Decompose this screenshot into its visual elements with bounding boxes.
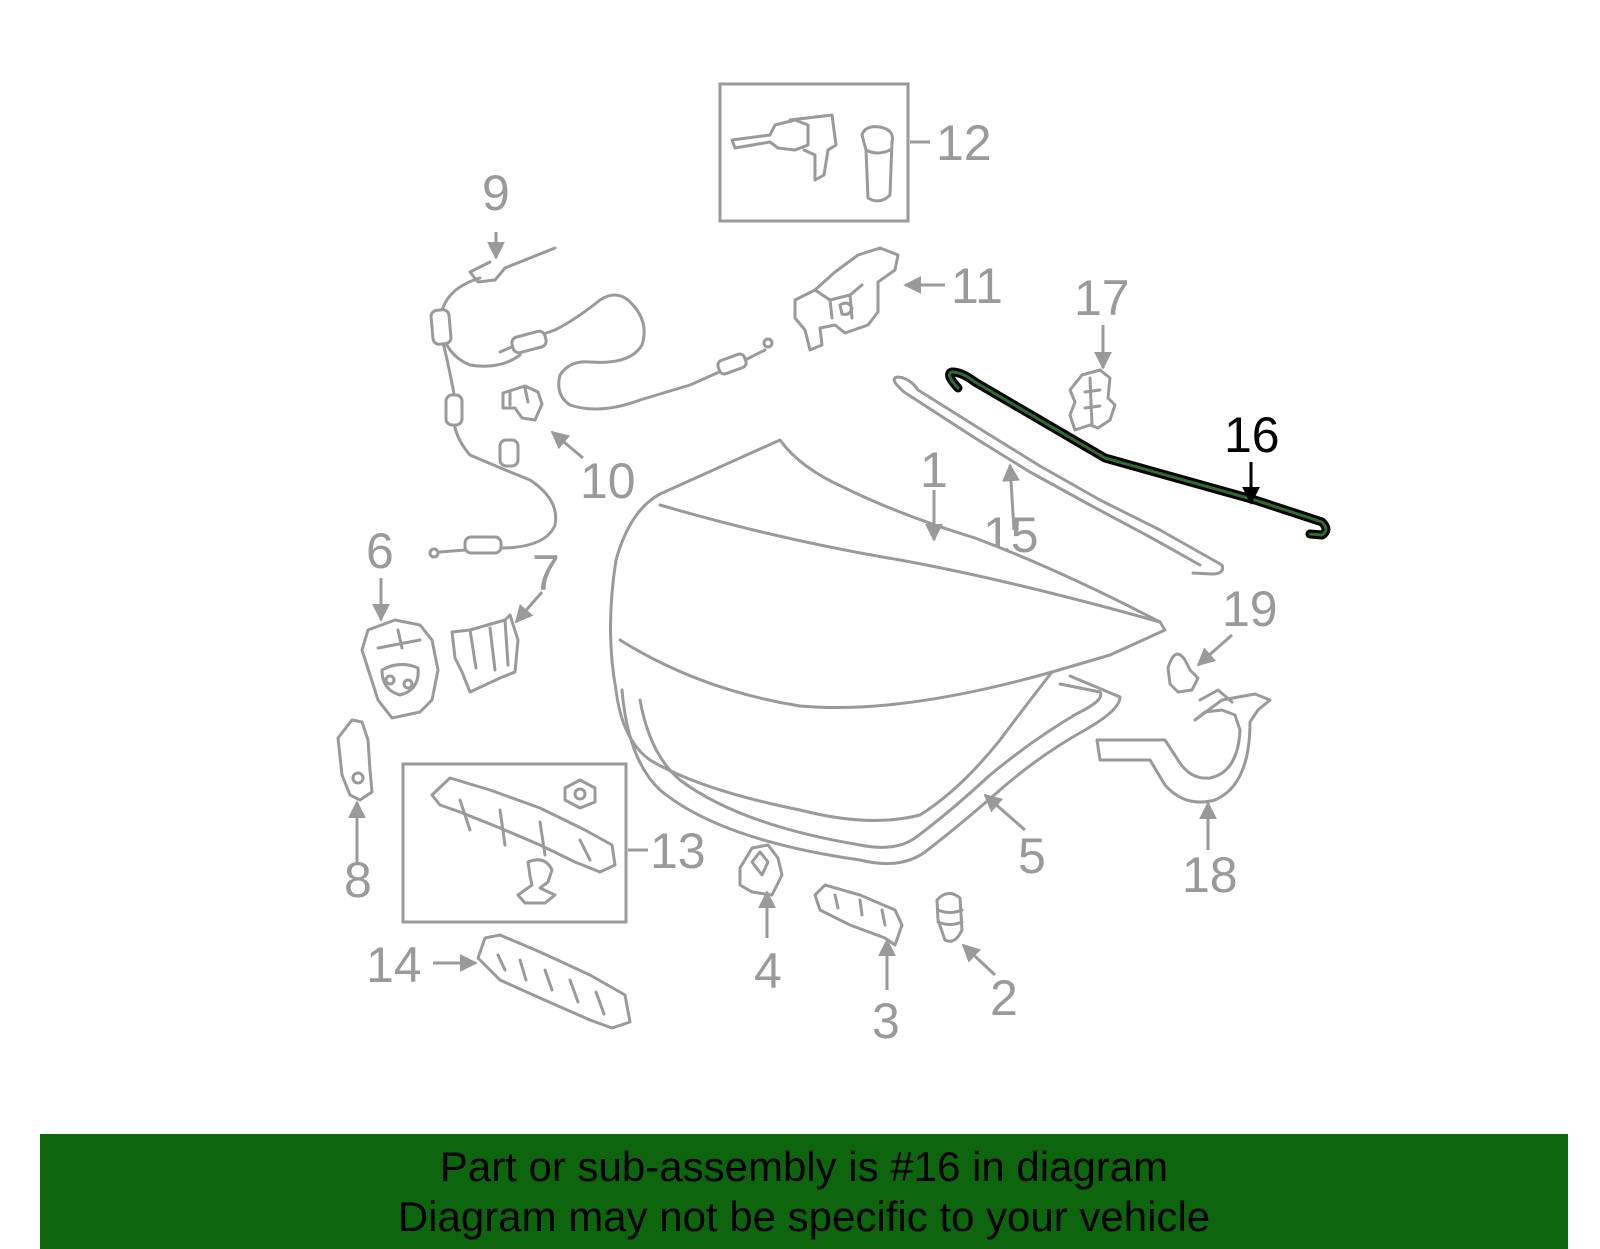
callout-18[interactable]: 18 (1182, 847, 1238, 903)
callout-12[interactable]: 12 (936, 115, 992, 171)
callout-2[interactable]: 2 (990, 970, 1018, 1026)
part-10-cable-clip (501, 384, 544, 422)
callout-11[interactable]: 11 (951, 258, 1003, 314)
part-3-stopper (813, 883, 904, 947)
callout-17[interactable]: 17 (1074, 270, 1130, 326)
part-19-clip (1166, 652, 1200, 694)
callout-5[interactable]: 5 (1018, 828, 1046, 884)
callout-4[interactable]: 4 (754, 943, 782, 999)
part-11-actuator (793, 246, 900, 352)
callout-10[interactable]: 10 (580, 453, 636, 509)
part-18-hinge (1095, 688, 1272, 804)
callout-14[interactable]: 14 (366, 937, 422, 993)
callout-1[interactable]: 1 (920, 442, 948, 498)
info-banner: Part or sub-assembly is #16 in diagram D… (40, 1134, 1568, 1249)
part-8-bracket (336, 718, 374, 802)
part-12-key-cylinder (718, 82, 910, 223)
callout-9[interactable]: 9 (482, 165, 510, 221)
part-6-latch (360, 618, 440, 720)
callout-16[interactable]: 16 (1224, 407, 1280, 463)
part-14-garnish (476, 933, 632, 1030)
part-1-trunk-lid (609, 438, 1167, 822)
callout-6[interactable]: 6 (366, 523, 394, 579)
part-7-latch-cover (450, 613, 520, 694)
part-9-release-cable (428, 246, 774, 559)
banner-line-1: Part or sub-assembly is #16 in diagram (439, 1143, 1169, 1190)
part-5-weatherstrip (620, 674, 1122, 866)
part-4-bumper (738, 843, 784, 897)
callout-19[interactable]: 19 (1222, 581, 1278, 637)
part-15-torsion-bar (892, 375, 1224, 576)
part-2-rubber-stopper (935, 892, 964, 943)
callout-13[interactable]: 13 (650, 823, 706, 879)
part-17-striker (1068, 368, 1117, 432)
banner-line-2: Diagram may not be specific to your vehi… (397, 1193, 1211, 1240)
callout-8[interactable]: 8 (344, 852, 372, 908)
part-16-torsion-bar-highlighted[interactable] (945, 367, 1331, 540)
callout-3[interactable]: 3 (872, 993, 900, 1049)
callout-7[interactable]: 7 (532, 545, 560, 601)
part-13-bracket-kit (401, 762, 628, 924)
